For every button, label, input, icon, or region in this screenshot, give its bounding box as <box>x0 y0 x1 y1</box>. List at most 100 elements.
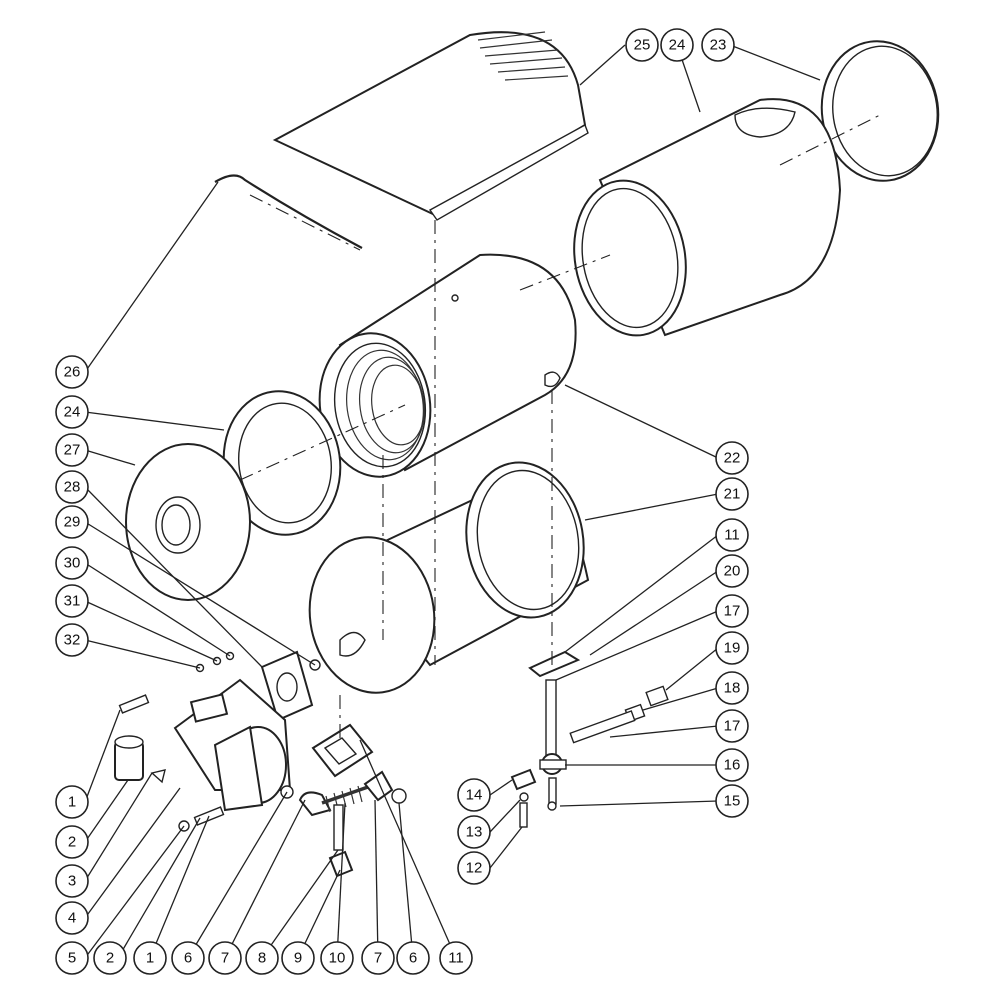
center-lines <box>239 114 881 740</box>
end-cap-disc <box>820 40 940 182</box>
callout-circle <box>208 941 242 975</box>
callout-circle <box>55 584 89 618</box>
callout-number: 20 <box>724 563 741 580</box>
callout-balloon-32: 32 <box>55 623 89 657</box>
fuel-tube <box>333 804 344 851</box>
callout-number: 22 <box>724 450 741 467</box>
elbow-right <box>363 770 394 802</box>
callout-circle <box>715 554 749 588</box>
main-housing-frame <box>308 461 590 694</box>
callout-circle <box>715 518 749 552</box>
burner-motor-assembly <box>173 678 292 812</box>
callout-balloon-27: 27 <box>55 433 89 467</box>
callout-number: 17 <box>724 718 741 735</box>
callout-circle <box>715 748 749 782</box>
callout-circle <box>715 671 749 705</box>
callout-circle <box>55 825 89 859</box>
callout-balloon-16: 16 <box>715 748 749 782</box>
bolt <box>547 777 557 811</box>
flange-gasket <box>260 650 314 722</box>
callout-balloon-8: 8 <box>245 941 279 975</box>
callout-circle <box>55 505 89 539</box>
callout-circle <box>55 901 89 935</box>
callout-circle <box>55 941 89 975</box>
callout-number: 3 <box>68 873 76 890</box>
callout-number: 15 <box>724 793 741 810</box>
callout-number: 8 <box>258 950 266 967</box>
callout-balloon-24: 24 <box>660 28 694 62</box>
callout-circle <box>93 941 127 975</box>
callout-number: 9 <box>294 950 302 967</box>
callout-number: 14 <box>466 787 483 804</box>
callout-number: 23 <box>710 37 727 54</box>
callout-balloon-2: 2 <box>55 825 89 859</box>
callout-balloon-11: 11 <box>715 518 749 552</box>
tee-junction <box>539 753 567 775</box>
callout-circle <box>660 28 694 62</box>
seal-wire <box>214 174 363 249</box>
combustion-chamber <box>318 253 577 478</box>
callout-circle <box>245 941 279 975</box>
callout-balloon-19: 19 <box>715 631 749 665</box>
callout-number: 28 <box>64 479 81 496</box>
callout-number: 2 <box>68 834 76 851</box>
callout-number: 27 <box>64 442 81 459</box>
callout-number: 25 <box>634 37 651 54</box>
callout-circle <box>457 815 491 849</box>
callout-number: 26 <box>64 364 81 381</box>
callout-circle <box>715 477 749 511</box>
mounting-bracket <box>311 723 374 778</box>
callout-circle <box>55 470 89 504</box>
callout-balloon-26: 26 <box>55 355 89 389</box>
callout-circle <box>55 433 89 467</box>
o-ring-right <box>391 788 407 804</box>
sealing-ring <box>222 390 342 536</box>
callout-number: 5 <box>68 950 76 967</box>
callout-number: 16 <box>724 757 741 774</box>
callout-balloon-3: 3 <box>55 864 89 898</box>
elbow-left <box>298 791 332 817</box>
callout-balloon-23: 23 <box>701 28 735 62</box>
small-connector <box>150 769 166 784</box>
callout-circle <box>55 546 89 580</box>
callout-number: 21 <box>724 486 741 503</box>
callout-balloon-10: 10 <box>320 941 354 975</box>
callout-number: 24 <box>669 37 686 54</box>
callout-circle <box>701 28 735 62</box>
callout-circle <box>361 941 395 975</box>
callout-number: 11 <box>448 950 464 967</box>
pin-set <box>510 768 537 828</box>
callout-balloon-21: 21 <box>715 477 749 511</box>
flex-hose <box>321 785 369 813</box>
callout-circle <box>281 941 315 975</box>
callout-circle <box>439 941 473 975</box>
callout-balloon-6: 6 <box>396 941 430 975</box>
callout-balloon-15: 15 <box>715 784 749 818</box>
callout-balloon-1: 1 <box>55 785 89 819</box>
callout-balloon-1: 1 <box>133 941 167 975</box>
callout-balloon-4: 4 <box>55 901 89 935</box>
callout-balloon-12: 12 <box>457 851 491 885</box>
callout-circle <box>55 864 89 898</box>
callout-balloon-2: 2 <box>93 941 127 975</box>
front-plate <box>125 443 251 601</box>
callout-circle <box>715 709 749 743</box>
callout-circle <box>457 778 491 812</box>
callout-circle <box>133 941 167 975</box>
callout-number: 7 <box>374 950 382 967</box>
callout-number: 10 <box>329 950 346 967</box>
callout-balloon-11: 11 <box>439 941 473 975</box>
callout-circle <box>715 441 749 475</box>
callout-number: 31 <box>64 593 81 610</box>
callout-circle <box>715 594 749 628</box>
callout-circle <box>55 355 89 389</box>
top-vented-cover <box>272 31 589 221</box>
nozzle-fitting-top <box>118 694 150 714</box>
callout-number: 29 <box>64 514 81 531</box>
callout-circle <box>320 941 354 975</box>
callout-number: 32 <box>64 632 81 649</box>
callout-balloon-24: 24 <box>55 395 89 429</box>
callout-number: 4 <box>68 910 76 927</box>
callout-number: 1 <box>146 950 154 967</box>
